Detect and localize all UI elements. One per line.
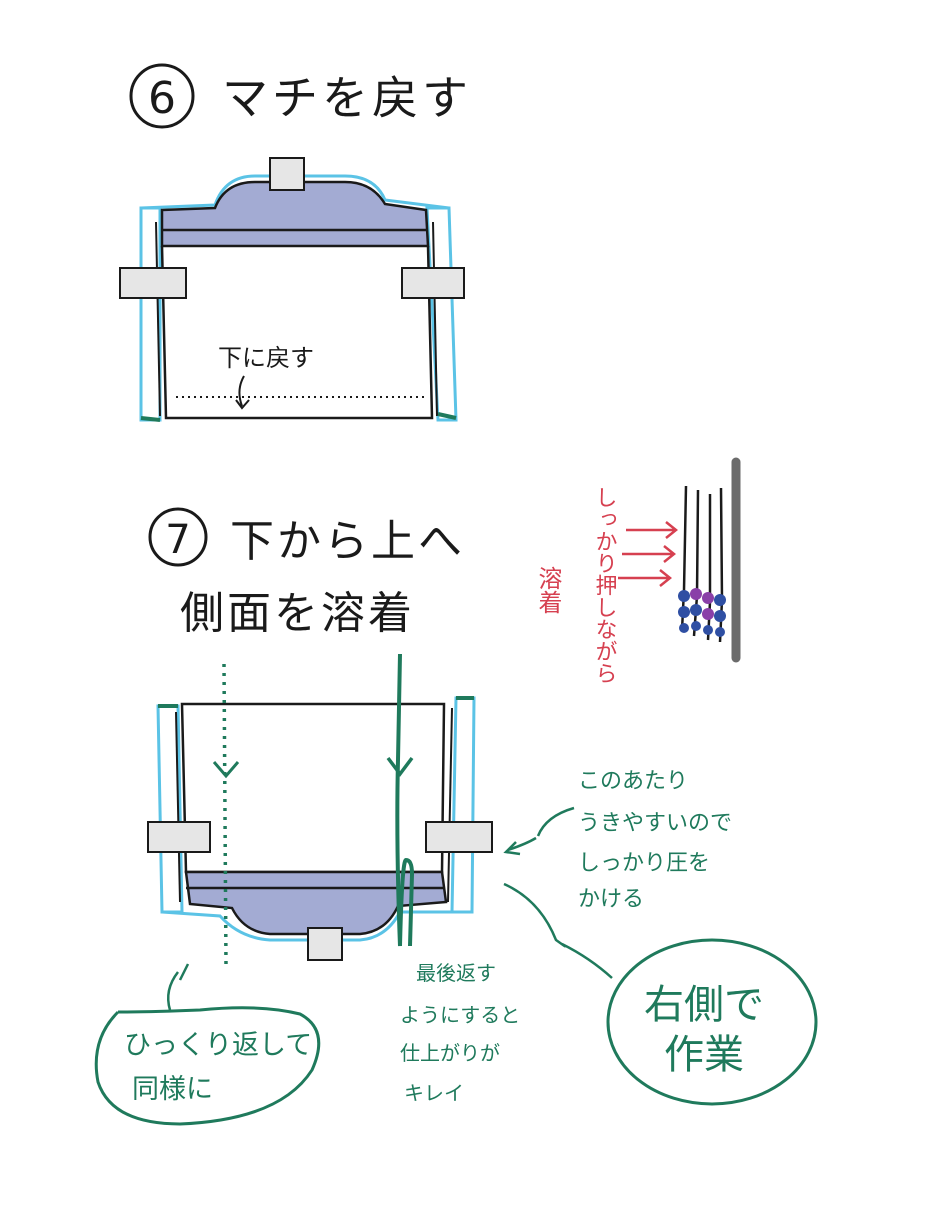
press-arrow-1 xyxy=(626,521,679,539)
note-press-arrow xyxy=(507,806,575,852)
pressure-detail: 溶着 しっかり押しながら xyxy=(534,457,741,684)
note-finish-line3: 仕上がりが xyxy=(400,1041,500,1065)
step6-right-corner-weld xyxy=(437,412,457,420)
weld-dots xyxy=(678,588,726,637)
note-right-side-line1: 右側で xyxy=(644,982,764,1028)
note-press-area: このあたり うきやすいので しっかり圧を かける xyxy=(503,769,732,912)
weld-dot xyxy=(691,621,701,631)
step7-left-inner-line xyxy=(175,711,181,903)
step6-left-inner-line xyxy=(155,221,161,417)
step7-left-weld-arrowhead xyxy=(212,761,240,779)
weld-dot xyxy=(702,608,714,620)
note-press-line1: このあたり xyxy=(578,769,688,794)
step6-title: マチを戻す xyxy=(222,71,472,125)
step6-number-circle xyxy=(129,63,195,129)
step7-header: 7 下から上へ 側面を溶着 xyxy=(148,507,465,639)
step6-left-clamp xyxy=(119,267,187,299)
step7-right-clamp xyxy=(425,821,493,853)
step6-note: 下に戻す xyxy=(218,344,314,372)
step6-right-clamp xyxy=(401,267,465,299)
step6-top-clamp xyxy=(269,157,305,191)
weld-dot xyxy=(679,623,689,633)
step7-right-weld-path xyxy=(395,653,415,947)
note-right-side-bubble xyxy=(606,938,818,1106)
weld-dot xyxy=(690,604,702,616)
note-flip-pointer xyxy=(167,963,190,1011)
note-flip: ひっくり返して 同様に xyxy=(94,963,321,1126)
note-finish-line2: ようにすると xyxy=(400,1003,520,1027)
press-arrows xyxy=(618,521,679,587)
weld-dot xyxy=(714,594,726,606)
note-finish-line4: キレイ xyxy=(404,1081,464,1105)
step7-right-inner-line xyxy=(447,707,453,903)
note-press-arrowhead xyxy=(503,841,521,856)
note-press-line4: かける xyxy=(578,887,644,912)
note-finish-line1: 最後返す xyxy=(416,961,496,985)
step6-bag-body xyxy=(160,245,434,420)
step7-bag-body xyxy=(180,702,446,874)
weld-dot xyxy=(702,592,714,604)
note-flip-line1: ひっくり返して xyxy=(124,1030,312,1061)
press-label: しっかり押しながら xyxy=(592,486,618,684)
step6-right-inner-line xyxy=(432,221,438,417)
step6-bag-diagram: 下に戻す xyxy=(119,157,465,422)
step6-note-arrow xyxy=(235,375,250,410)
step7-right-side-outline xyxy=(450,696,476,914)
weld-dot xyxy=(715,627,725,637)
step6-number: 6 xyxy=(148,73,176,124)
weld-dot xyxy=(690,588,702,600)
step7-right-weld-arrowhead xyxy=(386,756,414,777)
step7-bag-diagram xyxy=(147,653,493,967)
step7-bottom-clamp xyxy=(307,927,343,961)
step6-gusset xyxy=(160,180,430,248)
note-flip-bubble xyxy=(94,1006,321,1126)
note-right-side: 右側で 作業 xyxy=(503,882,818,1106)
weld-dot xyxy=(678,606,690,618)
step7-number-circle xyxy=(148,507,208,567)
note-right-side-pointer xyxy=(503,882,613,979)
weld-dot xyxy=(714,610,726,622)
step7-left-clamp xyxy=(147,821,211,853)
step7-title-line2: 側面を溶着 xyxy=(180,588,415,639)
press-arrow-3 xyxy=(618,569,673,587)
note-press-line3: しっかり圧を xyxy=(578,851,710,876)
weld-dot xyxy=(678,590,690,602)
note-right-side-line2: 作業 xyxy=(664,1032,744,1078)
note-press-line2: うきやすいので xyxy=(578,811,732,836)
note-flip-line2: 同様に xyxy=(132,1074,213,1105)
note-finish: 最後返す ようにすると 仕上がりが キレイ xyxy=(400,961,520,1105)
weld-label: 溶着 xyxy=(534,566,562,614)
step6-left-corner-weld xyxy=(140,416,161,422)
step7-title-line1: 下から上へ xyxy=(230,516,465,567)
press-arrow-2 xyxy=(622,545,677,563)
step7-number: 7 xyxy=(165,517,190,563)
weld-dot xyxy=(703,625,713,635)
step6-header: 6 マチを戻す xyxy=(129,63,472,129)
